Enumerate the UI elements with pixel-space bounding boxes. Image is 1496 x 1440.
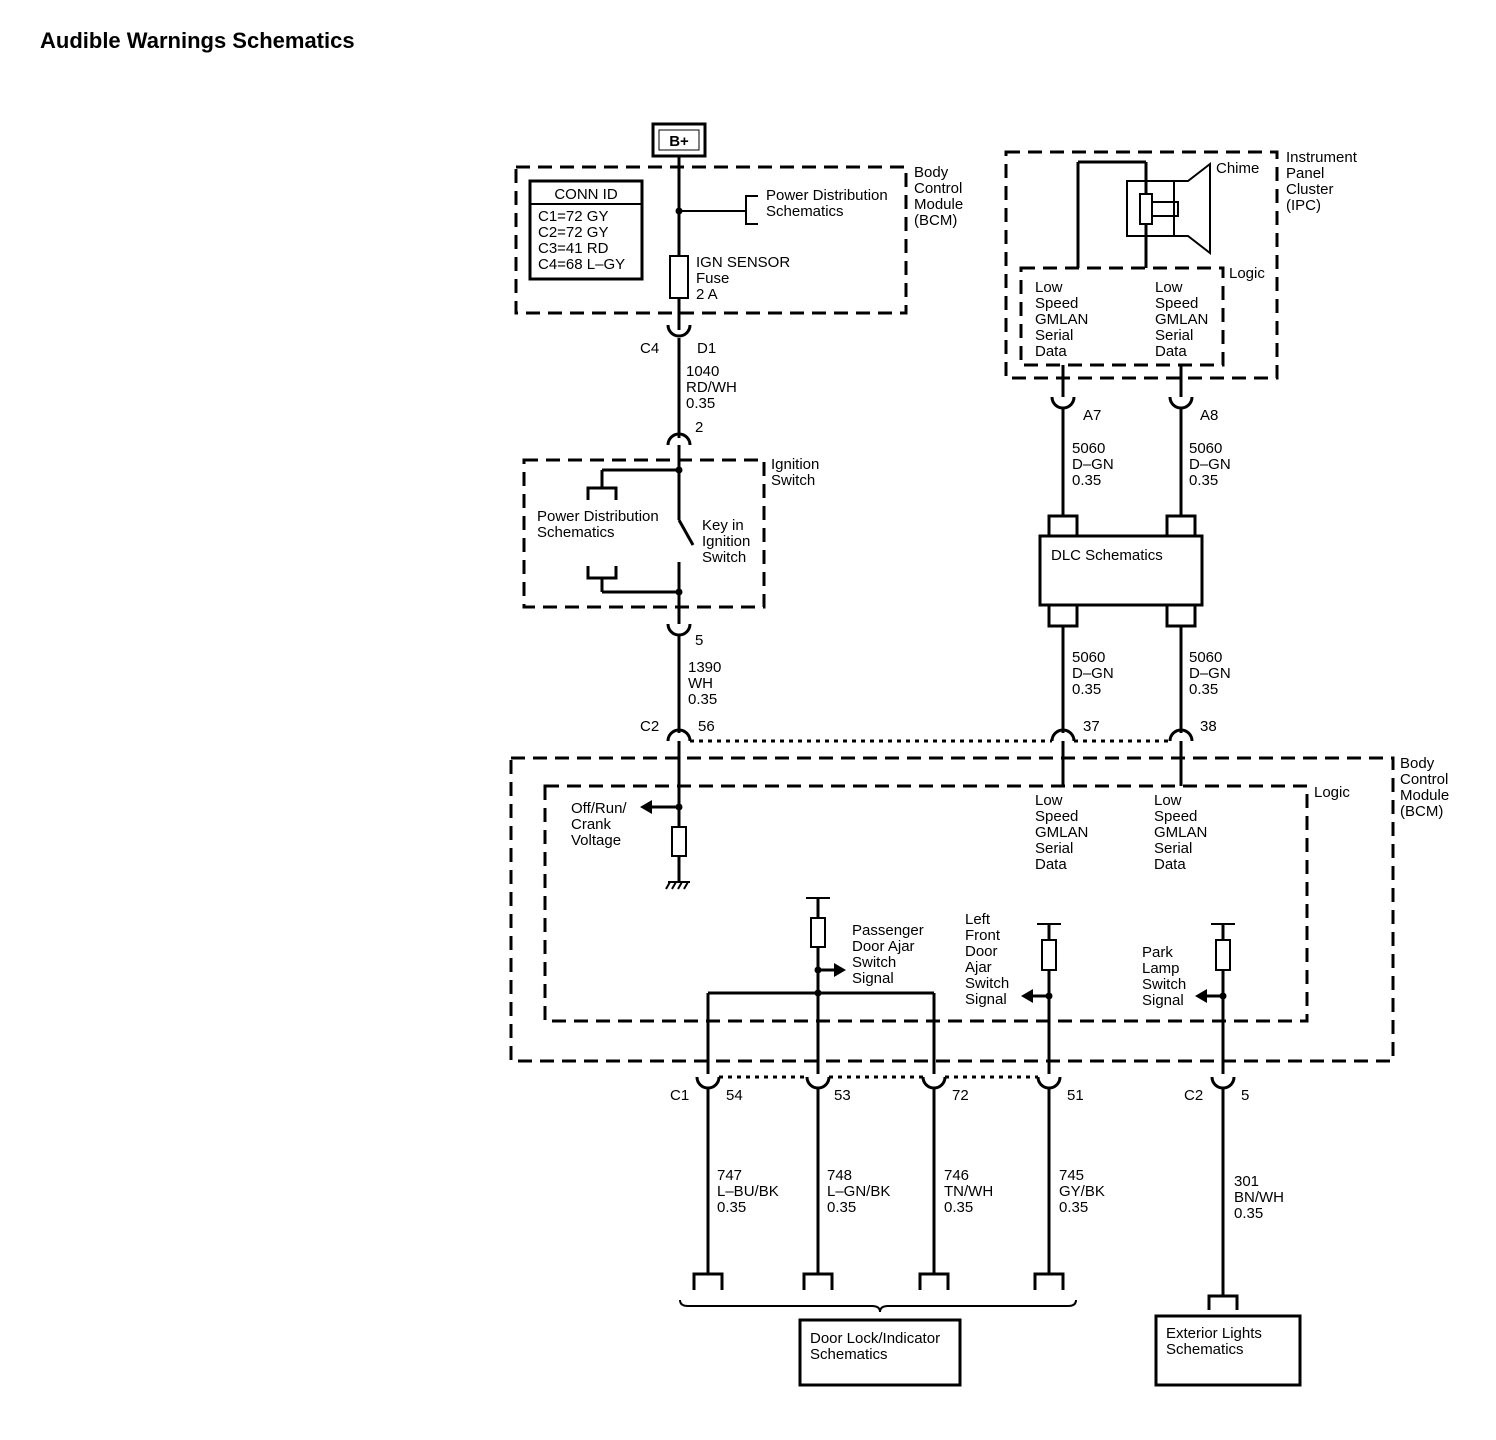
wire-748-label: 748 L–GN/BK 0.35 bbox=[827, 1167, 895, 1216]
wire-5060-lower-right-label: 5060 D–GN 0.35 bbox=[1189, 649, 1235, 698]
connector-c2-pin-5: C2 5 bbox=[1184, 1076, 1249, 1104]
ignition-switch-label: Ignition Switch bbox=[771, 456, 824, 489]
door-lock-terminals bbox=[679, 1272, 1077, 1313]
bcm-gmlan-right-label: Low Speed GMLAN Serial Data bbox=[1154, 792, 1212, 873]
conn-id-list: C1=72 GY C2=72 GY C3=41 RD C4=68 L–GY bbox=[538, 208, 625, 273]
connector-a8: A8 bbox=[1168, 396, 1218, 424]
wire-5060-upper-left-label: 5060 D–GN 0.35 bbox=[1072, 440, 1118, 489]
bcm-gmlan-left-label: Low Speed GMLAN Serial Data bbox=[1035, 792, 1093, 873]
svg-text:51: 51 bbox=[1067, 1087, 1084, 1104]
ipc-module: Instrument Panel Cluster (IPC) Chime Log… bbox=[1004, 149, 1361, 380]
connector-ignition-pin-5: 5 bbox=[666, 623, 703, 649]
park-lamp-label: Park Lamp Switch Signal bbox=[1142, 944, 1190, 1009]
svg-text:53: 53 bbox=[834, 1087, 851, 1104]
svg-text:D1: D1 bbox=[697, 340, 716, 357]
page-title: Audible Warnings Schematics bbox=[40, 28, 355, 53]
svg-text:38: 38 bbox=[1200, 718, 1217, 735]
ipc-logic-label: Logic bbox=[1229, 265, 1265, 282]
svg-text:72: 72 bbox=[952, 1087, 969, 1104]
ign-sensor-fuse bbox=[669, 255, 689, 299]
wire-5060-lower-left-label: 5060 D–GN 0.35 bbox=[1072, 649, 1118, 698]
conn-id-table: CONN ID C1=72 GY C2=72 GY C3=41 RD C4=68… bbox=[528, 179, 644, 281]
passenger-door-ajar-label: Passenger Door Ajar Switch Signal bbox=[852, 922, 928, 987]
key-in-ignition-label: Key in Ignition Switch bbox=[702, 517, 755, 566]
svg-text:56: 56 bbox=[698, 718, 715, 735]
svg-text:C4: C4 bbox=[640, 340, 659, 357]
svg-text:C2: C2 bbox=[1184, 1087, 1203, 1104]
svg-text:C2: C2 bbox=[640, 718, 659, 735]
svg-text:A7: A7 bbox=[1083, 407, 1101, 424]
svg-text:C1: C1 bbox=[670, 1087, 689, 1104]
svg-text:5: 5 bbox=[1241, 1087, 1249, 1104]
ipc-gmlan-right-label: Low Speed GMLAN Serial Data bbox=[1155, 279, 1213, 360]
chime-speaker: Chime bbox=[1126, 160, 1259, 256]
connector-c2-top-row: C2 56 37 38 bbox=[640, 718, 1217, 743]
conn-id-title: CONN ID bbox=[554, 186, 618, 203]
bcm-top-power-dist-ref: Power Distribution Schematics bbox=[766, 187, 892, 220]
ignition-switch-module: Ignition Switch Power Distribution Schem… bbox=[522, 445, 824, 609]
left-front-door-ajar-label: Left Front Door Ajar Switch Signal bbox=[965, 911, 1013, 1008]
bcm-bottom-label: Body Control Module (BCM) bbox=[1400, 755, 1453, 820]
bcm-top-label: Body Control Module (BCM) bbox=[914, 164, 967, 229]
svg-text:37: 37 bbox=[1083, 718, 1100, 735]
ipc-gmlan-left-label: Low Speed GMLAN Serial Data bbox=[1035, 279, 1093, 360]
wire-747-label: 747 L–BU/BK 0.35 bbox=[717, 1167, 783, 1216]
connector-c4-d1: C4 D1 bbox=[640, 324, 716, 357]
svg-text:Chime: Chime bbox=[1216, 160, 1259, 177]
wire-1390-label: 1390 WH 0.35 bbox=[688, 659, 726, 708]
svg-text:2: 2 bbox=[695, 419, 703, 436]
svg-text:54: 54 bbox=[726, 1087, 743, 1104]
exterior-lights-label: Exterior Lights Schematics bbox=[1166, 1325, 1266, 1358]
dlc-label: DLC Schematics bbox=[1051, 547, 1163, 564]
wire-5060-upper-right-label: 5060 D–GN 0.35 bbox=[1189, 440, 1235, 489]
wire-1040-label: 1040 RD/WH 0.35 bbox=[686, 363, 741, 412]
wire-746-label: 746 TN/WH 0.35 bbox=[944, 1167, 997, 1216]
ipc-label: Instrument Panel Cluster (IPC) bbox=[1286, 149, 1361, 214]
connector-a7: A7 bbox=[1050, 396, 1101, 424]
dlc-schematics-box: DLC Schematics bbox=[1038, 514, 1204, 628]
door-lock-schematics-box: Door Lock/Indicator Schematics bbox=[798, 1318, 962, 1387]
bcm-bottom-module: Body Control Module (BCM) Logic Off/Run/… bbox=[509, 741, 1453, 1074]
exterior-lights-schematics-box: Exterior Lights Schematics bbox=[1154, 1294, 1302, 1387]
battery-label: B+ bbox=[669, 133, 689, 150]
ground-symbol bbox=[665, 881, 690, 890]
connector-ignition-pin-2: 2 bbox=[666, 419, 703, 446]
bcm-logic-label: Logic bbox=[1314, 784, 1350, 801]
svg-text:5: 5 bbox=[695, 632, 703, 649]
connector-c1-row: C1 54 53 72 51 bbox=[670, 1075, 1084, 1104]
svg-text:A8: A8 bbox=[1200, 407, 1218, 424]
bcm-top-module: Body Control Module (BCM) CONN ID C1=72 … bbox=[514, 164, 967, 315]
ignition-power-dist-ref: Power Distribution Schematics bbox=[537, 508, 663, 541]
door-lock-label: Door Lock/Indicator Schematics bbox=[810, 1330, 944, 1363]
battery-source: B+ bbox=[651, 122, 707, 158]
fuse-label: IGN SENSOR Fuse 2 A bbox=[696, 254, 794, 303]
off-run-crank-label: Off/Run/ Crank Voltage bbox=[571, 800, 631, 849]
wire-745-label: 745 GY/BK 0.35 bbox=[1059, 1167, 1109, 1216]
wire-301-label: 301 BN/WH 0.35 bbox=[1234, 1173, 1288, 1222]
